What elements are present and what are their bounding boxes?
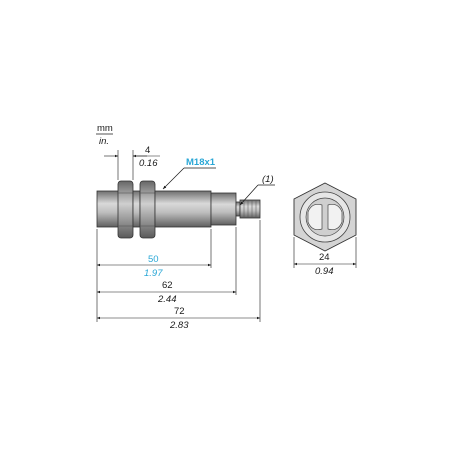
dim-total-length-in: 2.83 — [169, 320, 189, 331]
sensor-side-view — [96, 180, 261, 239]
nut-front — [117, 180, 134, 239]
sensor-end-view — [293, 182, 357, 252]
dim-total-length-mm: 72 — [174, 306, 185, 317]
dim-across-flats: 24 0.94 — [293, 237, 357, 277]
dim-across-flats-in: 0.94 — [315, 266, 334, 277]
connector-callout: (1) — [239, 174, 275, 206]
nut-rear — [139, 180, 156, 239]
dim-nut-width: 4 0.16 — [104, 145, 160, 180]
sensor-front-thread — [96, 190, 121, 228]
extension-lines — [96, 220, 261, 322]
thread-label: M18x1 — [186, 157, 216, 168]
sensor-body — [154, 190, 212, 228]
unit-in: in. — [99, 136, 109, 147]
sensor-rear-housing — [210, 192, 237, 226]
dim-across-flats-mm: 24 — [319, 252, 330, 263]
unit-legend: mm in. — [96, 123, 113, 147]
dim-total-length: 72 2.83 — [97, 306, 260, 331]
dim-thread-length-mm: 50 — [148, 254, 159, 265]
dim-thread-length: 50 1.97 — [97, 254, 211, 279]
callout-label: (1) — [262, 174, 274, 185]
thread-callout: M18x1 — [162, 157, 216, 190]
dim-body-length: 62 2.44 — [97, 280, 236, 305]
dim-nut-width-in: 0.16 — [139, 158, 158, 169]
connector — [239, 199, 261, 219]
unit-mm: mm — [97, 123, 113, 134]
dim-body-length-in: 2.44 — [157, 294, 177, 305]
dim-nut-width-mm: 4 — [145, 145, 150, 156]
dim-body-length-mm: 62 — [162, 280, 173, 291]
dim-thread-length-in: 1.97 — [144, 268, 163, 279]
